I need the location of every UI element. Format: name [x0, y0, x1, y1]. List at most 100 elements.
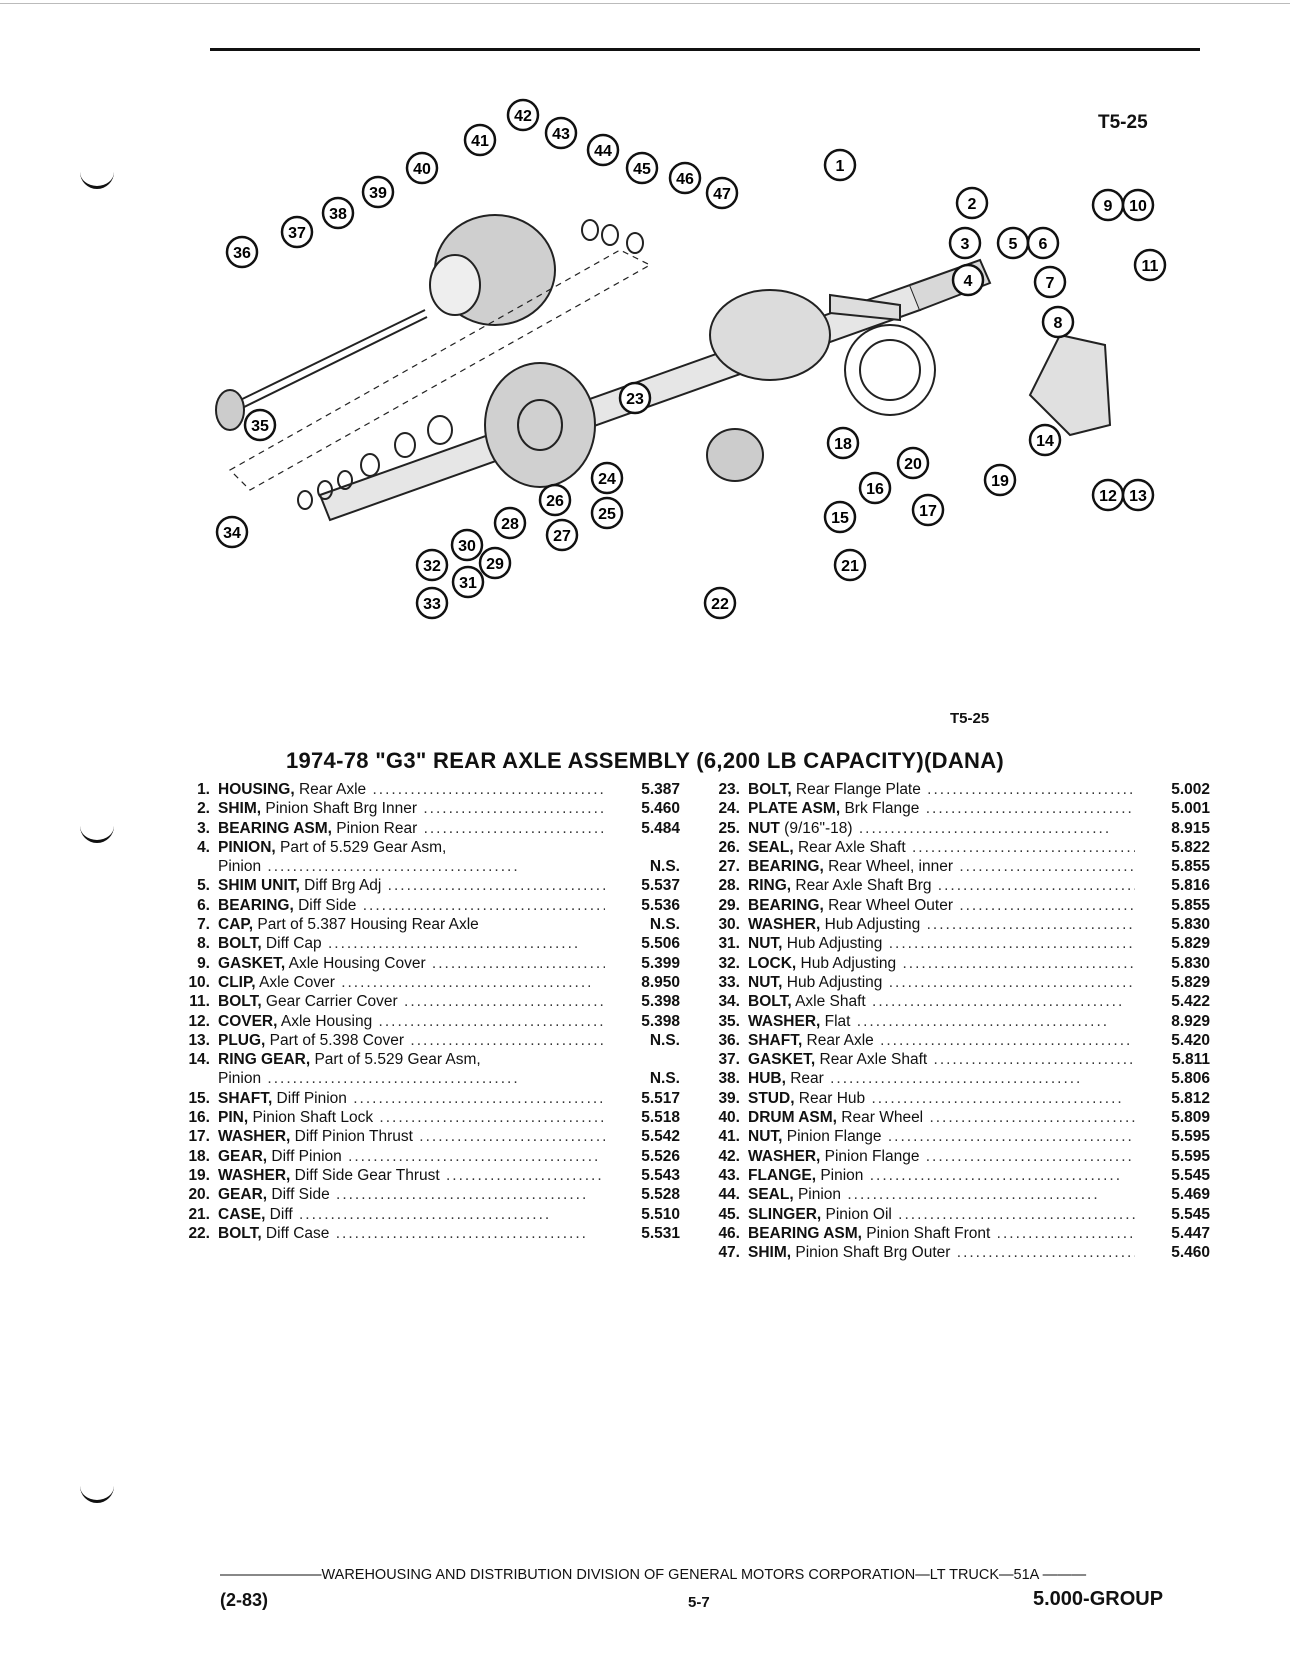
callout-circle	[951, 263, 985, 297]
part-code: 5.399	[641, 954, 680, 972]
callout-4: 4	[951, 263, 985, 297]
parts-row: 46.BEARING ASM, Pinion Shaft Front .....…	[690, 1224, 1210, 1243]
part-number: 16.	[188, 1109, 210, 1127]
callout-31: 31	[451, 565, 485, 599]
part-name: WASHER,	[748, 916, 821, 934]
part-detail: Diff Side	[267, 1186, 330, 1204]
part-code: 5.001	[1171, 800, 1210, 818]
parts-row: 19.WASHER, Diff Side Gear Thrust .......…	[160, 1166, 680, 1185]
parts-row: 42.WASHER, Pinion Flange ...............…	[690, 1147, 1210, 1166]
parts-row: 12.COVER, Axle Housing .................…	[160, 1012, 680, 1031]
part-code: 5.506	[641, 935, 680, 953]
callout-circle	[1026, 226, 1060, 260]
part-name: BEARING,	[748, 896, 824, 914]
callout-circle	[911, 493, 945, 527]
part-name: SHIM UNIT,	[218, 877, 300, 895]
part-detail: Flat	[820, 1012, 851, 1030]
part-code: 5.595	[1171, 1147, 1210, 1165]
callout-35: 35	[243, 408, 277, 442]
parts-row: 29.BEARING, Rear Wheel Outer ...........…	[690, 896, 1210, 915]
part-number: 46.	[718, 1224, 740, 1242]
dot-leader: ........................................	[881, 1128, 1135, 1146]
callout-21: 21	[833, 548, 867, 582]
header-rule	[210, 48, 1200, 51]
callout-circle	[506, 98, 540, 132]
part-detail: Pinion Flange	[820, 1147, 920, 1165]
part-detail: Rear Flange Plate	[791, 781, 921, 798]
callout-label: 22	[711, 596, 729, 613]
parts-row: 10.CLIP, Axle Cover ....................…	[160, 973, 680, 992]
part-number: 25.	[718, 819, 740, 837]
dot-leader: ........................................	[423, 819, 605, 837]
part-detail: Hub Adjusting	[782, 973, 883, 991]
part-description: NUT, Hub Adjusting .....................…	[748, 973, 1135, 992]
callout-29: 29	[478, 546, 512, 580]
callout-20: 20	[896, 446, 930, 480]
part-description: WASHER, Diff Pinion Thrust .............…	[218, 1127, 605, 1146]
dot-leader: ........................................	[387, 877, 605, 895]
dot-leader: ........................................	[850, 1012, 1110, 1030]
part-number: 44.	[718, 1186, 740, 1204]
page-title: 1974-78 "G3" REAR AXLE ASSEMBLY (6,200 L…	[285, 748, 1005, 773]
part-name: WASHER,	[218, 1128, 291, 1146]
part-code: 5.447	[1171, 1224, 1210, 1242]
part-description: CAP, Part of 5.387 Housing Rear Axle	[218, 915, 605, 934]
part-name: BOLT,	[218, 935, 262, 953]
callout-circle	[1133, 248, 1167, 282]
part-name: PIN,	[218, 1109, 249, 1127]
dot-leader: ........................................	[956, 1244, 1135, 1262]
part-number: 26.	[718, 838, 740, 856]
dot-leader: ........................................	[356, 896, 605, 914]
callout-label: 18	[834, 436, 852, 453]
part-detail: Hub Adjusting	[820, 916, 921, 934]
part-code: 5.542	[641, 1128, 680, 1146]
part-number: 33.	[718, 973, 740, 991]
callout-circle	[478, 546, 512, 580]
callout-label: 36	[233, 245, 251, 262]
dot-leader: ........................................	[292, 1205, 552, 1223]
part-description: SHIM, Pinion Shaft Brg Outer ...........…	[748, 1243, 1135, 1262]
part-detail: Pinion Flange	[782, 1128, 882, 1146]
callout-36: 36	[225, 235, 259, 269]
dot-leader: ........................................	[925, 800, 1135, 818]
part-code: 5.460	[1171, 1244, 1210, 1262]
part-name: SEAL,	[748, 838, 794, 856]
part-description: SHIM, Pinion Shaft Brg Inner ...........…	[218, 799, 605, 818]
part-detail: Rear Wheel, inner	[823, 858, 954, 876]
part-code: 5.855	[1171, 858, 1210, 876]
part-number: 31.	[718, 935, 740, 953]
dot-leader: ........................................	[329, 1224, 588, 1242]
parts-row: 41.NUT, Pinion Flange ..................…	[690, 1127, 1210, 1146]
callout-label: 42	[514, 108, 532, 125]
part-name: BEARING ASM,	[748, 1224, 862, 1242]
callout-circle	[826, 426, 860, 460]
parts-row: Pinion .................................…	[160, 1069, 680, 1088]
part-number: 35.	[718, 1012, 740, 1030]
callout-28: 28	[493, 506, 527, 540]
part-description: PLUG, Part of 5.398 Cover ..............…	[218, 1031, 605, 1050]
callout-circle	[243, 408, 277, 442]
callout-22: 22	[703, 586, 737, 620]
part-detail: Diff Side	[293, 896, 357, 914]
parts-row: 1.HOUSING, Rear Axle ...................…	[160, 780, 680, 799]
callout-26: 26	[538, 483, 572, 517]
callout-44: 44	[586, 133, 620, 167]
part-code: 5.422	[1171, 993, 1210, 1011]
part-detail: Rear Hub	[794, 1089, 866, 1107]
callout-label: 3	[961, 236, 970, 253]
part-code: 5.536	[641, 896, 680, 914]
part-description: GASKET, Axle Housing Cover .............…	[218, 954, 605, 973]
callout-circle	[405, 151, 439, 185]
footer-page: 5-7	[688, 1594, 710, 1611]
dot-leader: ........................................	[261, 858, 520, 876]
part-number: 47.	[718, 1244, 740, 1262]
footer-division: ———————WAREHOUSING AND DISTRIBUTION DIVI…	[220, 1567, 1087, 1583]
part-name: WASHER,	[748, 1012, 821, 1030]
part-name: CASE,	[218, 1205, 266, 1223]
part-name: BEARING,	[748, 858, 824, 876]
scan-edge-line	[0, 3, 1290, 4]
binder-hole-mark	[80, 826, 114, 843]
part-name: SLINGER,	[748, 1205, 822, 1223]
part-code: N.S.	[649, 858, 680, 876]
parts-row: 18.GEAR, Diff Pinion ...................…	[160, 1147, 680, 1166]
